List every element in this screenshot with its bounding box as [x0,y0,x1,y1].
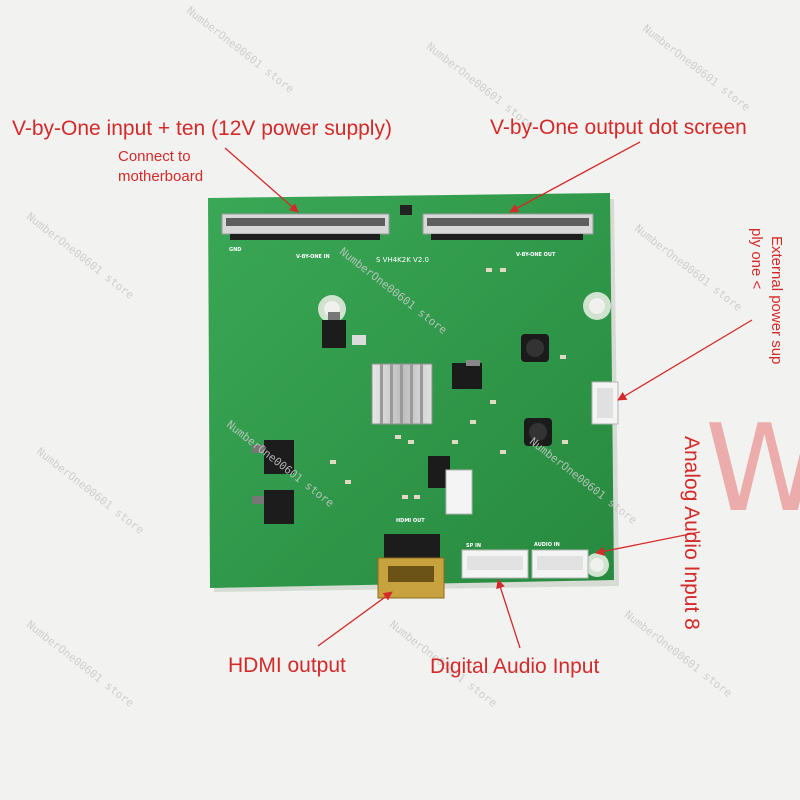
silk-audio-in: AUDIO IN [534,542,560,548]
vbyone-out-connector [422,213,594,240]
silk-gnd: GND [229,247,241,253]
silk-vbyone-out: V-BY-ONE OUT [516,252,556,258]
mounting-hole-top-right [583,292,611,320]
label-vbyone-output: V-by-One output dot screen [490,116,747,139]
silk-spdif-in: SP IN [466,543,481,549]
audio-connector [531,549,589,579]
mounting-hole-bottom-right [585,553,609,577]
label-analog-audio: Analog Audio Input 8 [680,436,703,630]
label-external-power-1: External power sup [768,236,785,365]
vbyone-in-connector [221,213,390,240]
label-connect-motherboard-2: motherboard [118,168,204,185]
label-hdmi-output: HDMI output [228,654,346,677]
label-connect-motherboard-1: Connect to [118,148,191,165]
hdmi-connector [377,534,445,599]
label-external-power-2: ply one < [748,228,765,290]
label-vbyone-input: V-by-One input + ten (12V power supply) [12,117,392,140]
power-connector [591,381,619,425]
label-digital-audio: Digital Audio Input [430,655,600,678]
spdif-connector [461,549,529,579]
silk-hdmi-out: HDMI OUT [396,518,425,524]
brand-letter-watermark: W [705,400,800,539]
heatsink [371,363,433,425]
silk-vbyone-in: V-BY-ONE IN [296,254,330,260]
internal-connector [445,469,473,515]
silk-model: S VH4K2K V2.0 [376,256,429,264]
